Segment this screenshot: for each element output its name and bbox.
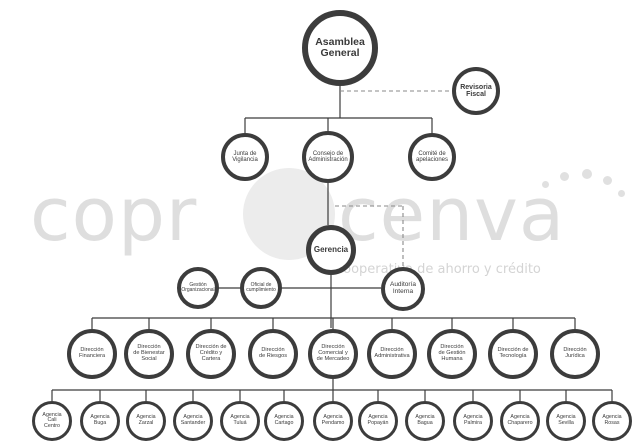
node-label: Dirección de Tecnología	[497, 347, 529, 359]
node-direccion: Dirección de Crédito y Cartera	[186, 329, 236, 379]
node-junta-vigilancia: Junta de Vigilancia	[221, 133, 269, 181]
node-label: Dirección Comercial y de Mercadeo	[316, 344, 350, 362]
node-label: Agencia Santander	[180, 414, 206, 426]
node-label: Dirección de Gestión Humana	[438, 344, 466, 362]
node-label: Agencia Pendamo	[321, 414, 345, 426]
node-agencia: Agencia Buga	[80, 401, 120, 441]
node-direccion: Dirección Financiera	[67, 329, 117, 379]
node-label: Asamblea General	[315, 35, 365, 59]
watermark-dot	[603, 176, 612, 185]
node-agencia: Agencia Pendamo	[313, 401, 353, 441]
node-label: Revisoria Fiscal	[460, 83, 492, 98]
node-agencia: Agencia Rosas	[592, 401, 632, 441]
node-label: Agencia Chaparero	[507, 414, 533, 426]
node-label: Agencia Tuluá	[230, 414, 250, 426]
node-label: Dirección Administrativa	[374, 347, 410, 359]
node-gerencia: Gerencia	[306, 225, 356, 275]
node-direccion: Dirección Jurídica	[550, 329, 600, 379]
node-gestion-organizacional: Gestión Organizacional	[177, 267, 219, 309]
node-label: Agencia Buga	[90, 414, 110, 426]
watermark-dot	[582, 169, 592, 179]
node-label: Agencia Popayán	[367, 414, 389, 426]
node-agencia: Agencia Cali Centro	[32, 401, 72, 441]
node-comite-apelaciones: Comité de apelaciones	[408, 133, 456, 181]
node-agencia: Agencia Bagua	[405, 401, 445, 441]
node-revisoria-fiscal: Revisoria Fiscal	[452, 67, 500, 115]
watermark-dot	[618, 190, 625, 197]
node-direccion: Dirección Comercial y de Mercadeo	[308, 329, 358, 379]
node-auditoria-interna: Auditoría Interna	[381, 267, 425, 311]
node-label: Dirección Jurídica	[563, 347, 587, 359]
node-label: Consejo de Administración	[308, 150, 348, 163]
node-label: Agencia Bagua	[415, 414, 435, 426]
node-direccion: Dirección de Gestión Humana	[427, 329, 477, 379]
node-label: Agencia Rosas	[602, 414, 622, 426]
node-agencia: Agencia Sevilla	[546, 401, 586, 441]
node-label: Agencia Sevilla	[556, 414, 576, 426]
node-label: Gestión Organizacional	[181, 281, 215, 293]
node-direccion: Dirección de Tecnología	[488, 329, 538, 379]
node-label: Dirección de Bienestar Social	[133, 344, 165, 362]
node-asamblea-general: Asamblea General	[302, 10, 378, 86]
node-oficial-cumplimiento: Oficial de cumplimiento	[240, 267, 282, 309]
node-agencia: Agencia Cartago	[264, 401, 304, 441]
node-label: Junta de Vigilancia	[232, 150, 258, 163]
node-agencia: Agencia Chaparero	[500, 401, 540, 441]
node-agencia: Agencia Tuluá	[220, 401, 260, 441]
node-label: Oficial de cumplimiento	[246, 281, 276, 293]
node-label: Gerencia	[313, 244, 349, 254]
node-label: Comité de apelaciones	[415, 150, 449, 163]
node-label: Agencia Cali Centro	[42, 411, 62, 429]
node-consejo-administracion: Consejo de Administración	[302, 131, 354, 183]
node-label: Dirección de Crédito y Cartera	[195, 344, 227, 362]
watermark-dot	[560, 172, 569, 181]
node-label: Agencia Palmira	[463, 414, 483, 426]
node-label: Auditoría Interna	[389, 281, 417, 295]
node-label: Dirección de Riesgos	[259, 347, 287, 359]
node-direccion: Dirección de Bienestar Social	[124, 329, 174, 379]
node-label: Dirección Financiera	[78, 347, 106, 359]
node-direccion: Dirección Administrativa	[367, 329, 417, 379]
node-agencia: Agencia Palmira	[453, 401, 493, 441]
node-direccion: Dirección de Riesgos	[248, 329, 298, 379]
node-agencia: Agencia Santander	[173, 401, 213, 441]
node-label: Agencia Cartago	[274, 414, 294, 426]
node-label: Agencia Zarzal	[136, 414, 156, 426]
watermark-dot	[542, 181, 549, 188]
node-agencia: Agencia Zarzal	[126, 401, 166, 441]
node-agencia: Agencia Popayán	[358, 401, 398, 441]
